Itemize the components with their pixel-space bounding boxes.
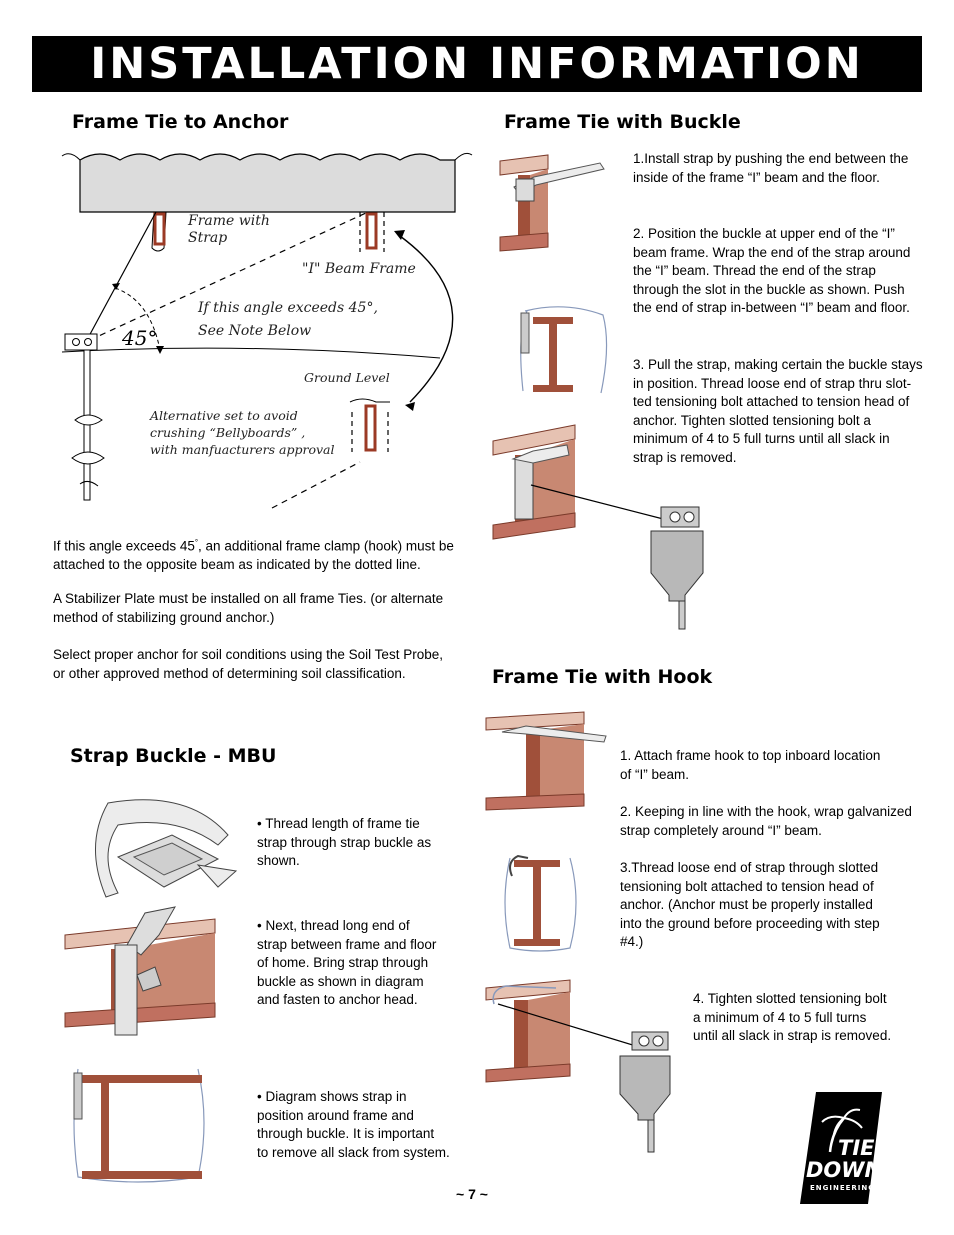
buckle-step1-illustration (499, 154, 605, 252)
anchor-note-stabilizer: A Stabilizer Plate must be installed on … (53, 591, 444, 625)
hook-step1-illustration (485, 711, 607, 811)
mbu-frame-illustration (64, 906, 216, 1036)
anchor-note-soil: Select proper anchor for soil conditions… (53, 647, 443, 681)
heading-frame-tie-to-anchor: Frame Tie to Anchor (72, 111, 289, 133)
buckle-step-1: 1.Install strap by pushing the end betwe… (633, 151, 909, 185)
buckle-step3-illustration (492, 424, 704, 630)
heading-frame-tie-with-buckle: Frame Tie with Buckle (504, 111, 741, 133)
buckle-step-3: 3. Pull the strap, making certain the bu… (633, 357, 923, 465)
hook-step-1: 1. Attach frame hook to top inboard loca… (620, 748, 881, 782)
label-ground-level: Ground Level (304, 370, 390, 385)
buckle-step-2: 2. Position the buckle at upper end of t… (633, 226, 911, 316)
label-alternative-line3: with manfuacturers approval (150, 442, 335, 457)
label-alternative-line1: Alternative set to avoid (150, 408, 298, 423)
label-alternative-line2: crushing “Bellyboards” , (150, 425, 306, 440)
hook-step-2: 2. Keeping in line with the hook, wrap g… (620, 804, 912, 838)
page-banner-title: INSTALLATION INFORMATION (32, 36, 922, 92)
heading-strap-buckle-mbu: Strap Buckle - MBU (70, 745, 277, 767)
label-45-degree-angle: 45° (122, 326, 158, 350)
hook-step-3: 3.Thread loose end of strap through slot… (620, 860, 880, 950)
label-angle-note-line2: See Note Below (198, 323, 312, 339)
label-frame-with-strap-line2: Strap (188, 230, 228, 246)
mbu-step-2: • Next, thread long end of strap between… (257, 918, 437, 1008)
mbu-step-3: • Diagram shows strap in position around… (257, 1089, 450, 1160)
label-frame-with-strap-line1: Frame with (188, 213, 270, 229)
label-angle-note-line1: If this angle exceeds 45°, (198, 300, 378, 316)
mbu-step-1: • Thread length of frame tie strap throu… (257, 816, 432, 869)
label-i-beam-frame: "I" Beam Frame (302, 261, 416, 277)
heading-frame-tie-with-hook: Frame Tie with Hook (492, 666, 713, 688)
logo-text-engineering: ENGINEERING (810, 1184, 876, 1192)
logo-text-tie: TIE (838, 1136, 875, 1160)
page-number: ~ 7 ~ (456, 1186, 488, 1202)
logo-text-down: DOWN (806, 1158, 883, 1182)
anchor-note-angle: If this angle exceeds 45°, an additional… (53, 538, 454, 573)
buckle-step2-illustration (520, 306, 608, 394)
hook-step-4: 4. Tighten slotted tensioning bolt a min… (693, 991, 892, 1044)
hook-step2-illustration (504, 854, 577, 952)
mbu-buckle-illustration (95, 799, 238, 898)
mbu-position-illustration (73, 1068, 205, 1183)
tie-down-logo-icon (800, 1092, 882, 1204)
hook-step4-illustration (485, 979, 671, 1153)
